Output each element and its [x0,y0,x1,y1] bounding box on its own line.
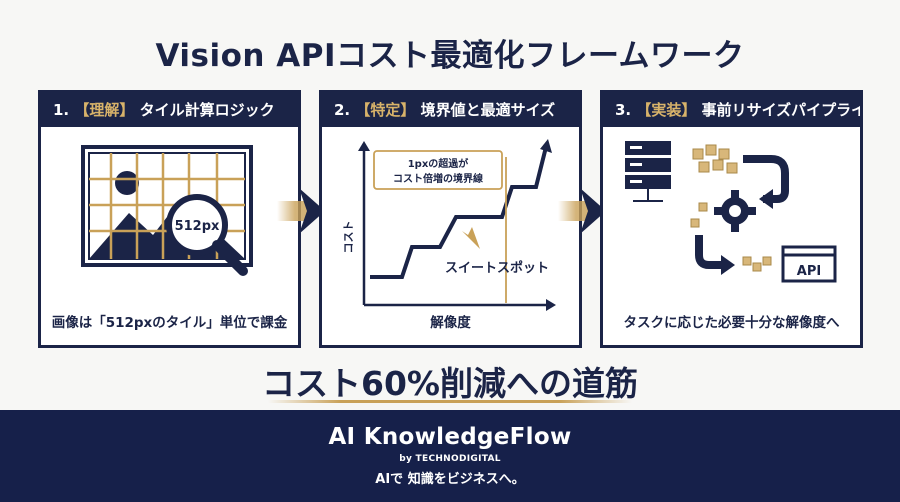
magnifier-label: 512px [175,219,220,234]
footer: AI KnowledgeFlow by TECHNODIGITAL AIで 知識… [0,410,900,502]
subtitle-underline [268,400,632,403]
brand-byline: by TECHNODIGITAL [399,454,501,464]
chevron-right-icon [558,188,606,234]
cost-step-line [370,146,548,279]
subtitle: コスト60%削減への道筋 [262,364,638,403]
callout-box [373,150,503,190]
magnifier-icon: 512px [166,194,248,276]
panel-number: 3. [615,101,632,119]
resize-pipeline-illustration: API [625,141,837,283]
tile-grid-illustration: 512px [81,145,253,276]
x-axis-label: 解像度 [430,315,471,331]
panel-header: 1. 【理解】 タイル計算ロジック [41,93,298,127]
panel-heading: 事前リサイズパイプライン [701,101,860,119]
api-window-icon: API [781,245,837,283]
callout-line2: コスト倍増の境界線 [393,172,483,185]
panel-tag: 【理解】 [74,101,135,119]
server-icon [625,141,671,202]
panel-header: 3. 【実装】 事前リサイズパイプライン [603,93,860,127]
panel-header: 2. 【特定】 境界値と最適サイズ [322,93,579,127]
sweet-spot-label: スイートスポット [445,260,549,276]
api-label: API [797,264,821,279]
panel-heading: 境界値と最適サイズ [420,101,556,119]
gear-icon [714,190,756,232]
panel-caption: タスクに応じた必要十分な解像度へ [623,315,840,331]
panel-implement: 3. 【実装】 事前リサイズパイプライン [600,90,863,348]
panel-number: 2. [334,101,351,119]
panel-identify: 2. 【特定】 境界値と最適サイズ コスト 1pxの超過が コスト倍増の境界線 … [319,90,582,348]
panel-caption: 画像は「512pxのタイル」単位で課金 [51,315,288,331]
chevron-right-icon [277,188,325,234]
callout-line1: 1pxの超過が [408,157,470,170]
y-axis-label: コスト [342,221,355,254]
panel-understand: 1. 【理解】 タイル計算ロジック 512px 画像は「512pxのタイル」単位… [38,90,301,348]
sweet-spot-arrow-icon [462,227,480,249]
step-cost-graph: コスト 1pxの超過が コスト倍増の境界線 スイートスポット [342,139,556,311]
brand-slogan: AIで 知識をビジネスへ。 [375,472,525,487]
panel-tag: 【実装】 [636,101,697,119]
panel-number: 1. [53,101,70,119]
panel-tag: 【特定】 [355,101,416,119]
page-title: Vision APIコスト最適化フレームワーク [155,38,745,74]
brand-name: AI KnowledgeFlow [328,424,572,450]
panel-heading: タイル計算ロジック [139,101,275,119]
